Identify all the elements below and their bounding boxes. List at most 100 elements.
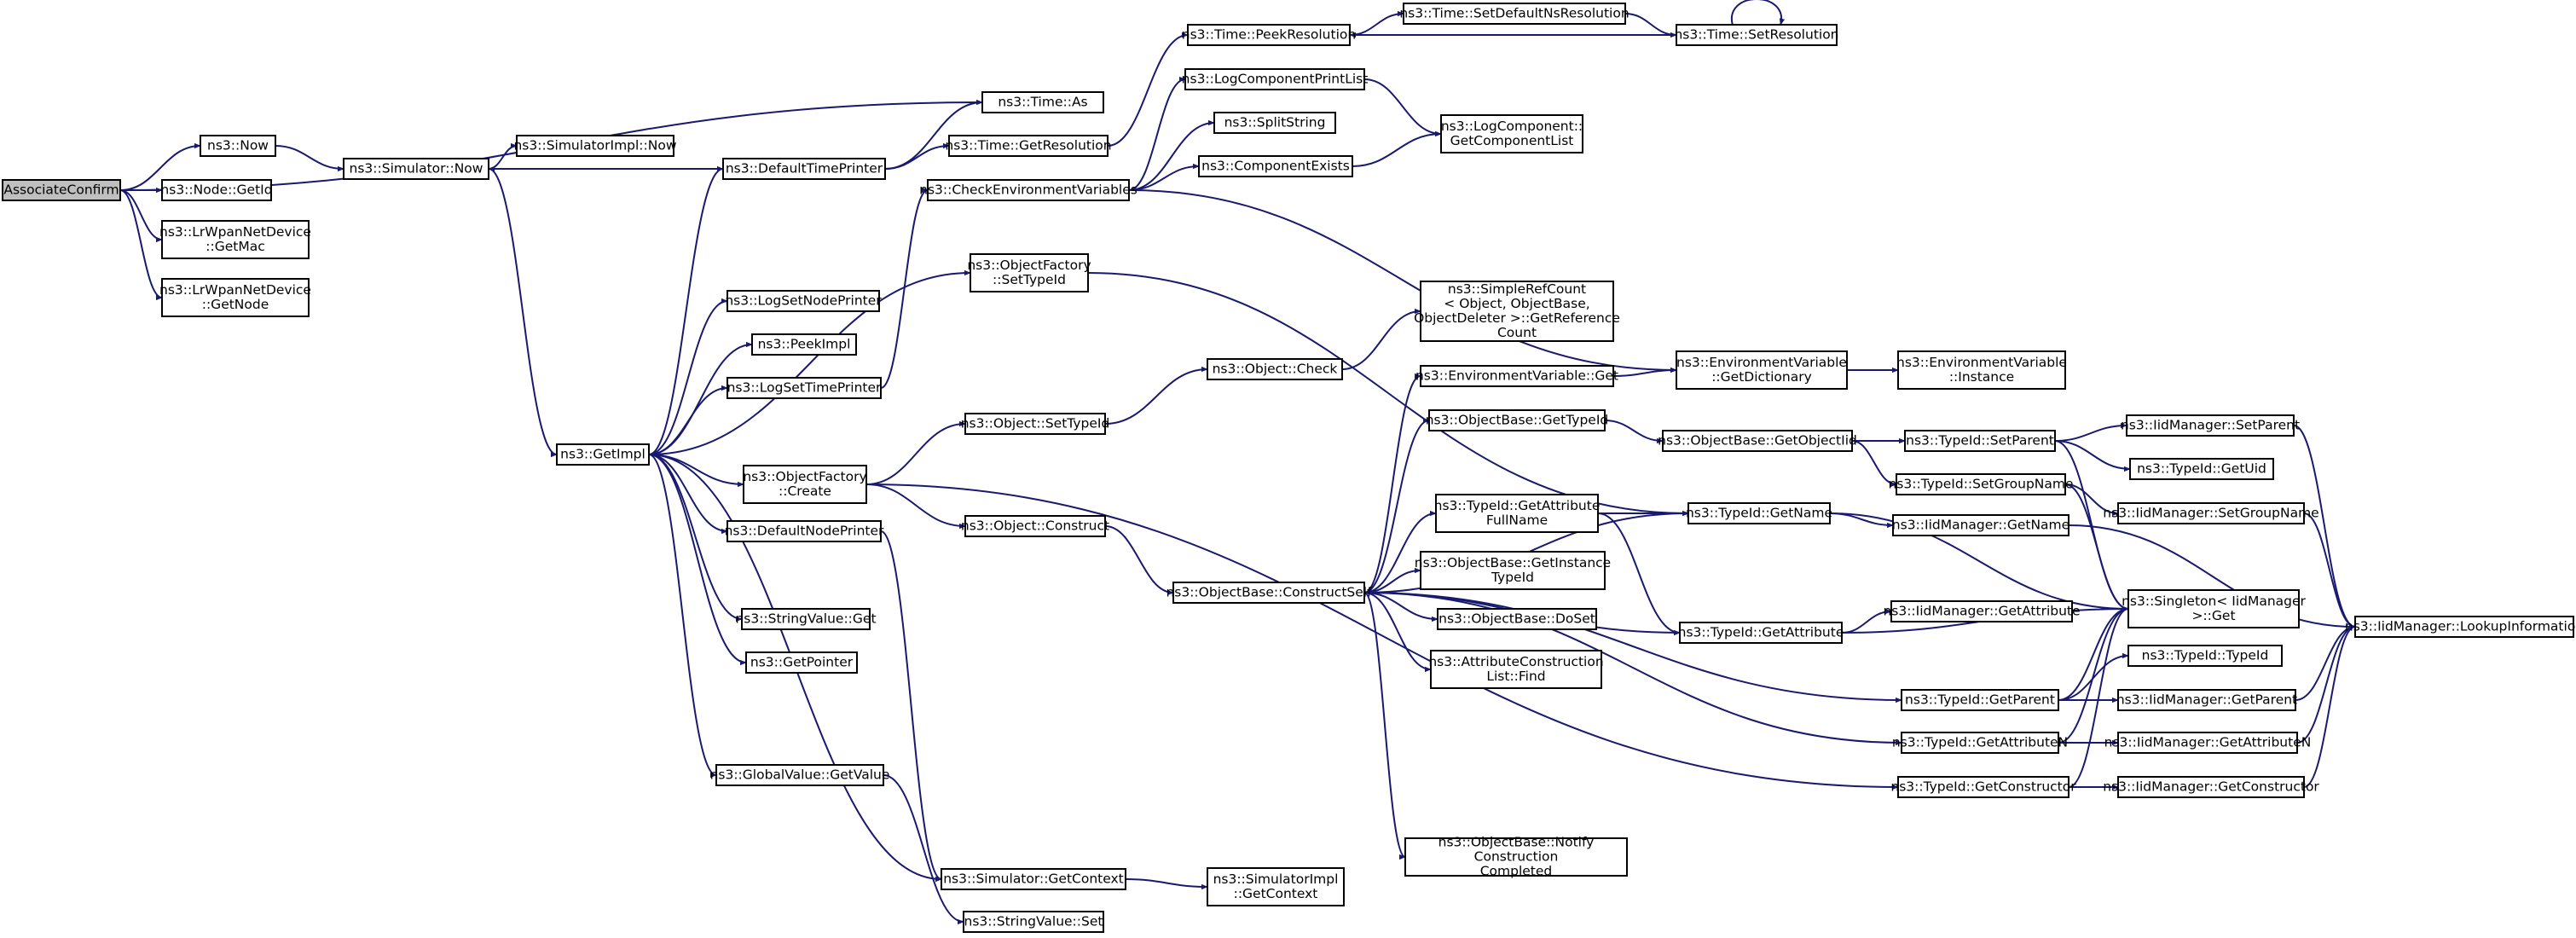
node-ns3-time-setdefaultnsresolution[interactable]: ns3::Time::SetDefaultNsResolution	[1399, 3, 1630, 25]
node-box	[745, 651, 858, 674]
node-ns3-typeid-typeid[interactable]: ns3::TypeId::TypeId	[2127, 645, 2283, 667]
node-box	[1679, 622, 1843, 644]
node-ns3-lrwpannetdevice-getnode[interactable]: ns3::LrWpanNetDevice::GetNode	[159, 278, 311, 317]
node-label: ns3::GlobalValue::GetValue	[710, 767, 890, 783]
node-ns3-objectbase-gettypeid[interactable]: ns3::ObjectBase::GetTypeId	[1426, 409, 1609, 431]
node-ns3-now[interactable]: ns3::Now	[200, 135, 276, 157]
node-box	[343, 158, 489, 180]
node-ns3-defaulttimeprinter[interactable]: ns3::DefaultTimePrinter	[722, 158, 886, 180]
edge-n30-n36	[1363, 417, 1430, 593]
node-ns3-object-check[interactable]: ns3::Object::Check	[1207, 358, 1343, 380]
node-ns3-typeid-getuid[interactable]: ns3::TypeId::GetUid	[2129, 458, 2274, 480]
node-label: ns3::ObjectFactory	[743, 469, 866, 484]
node-ns3-objectbase-constructself[interactable]: ns3::ObjectBase::ConstructSelf	[1166, 582, 1372, 604]
node-ns3-componentexists[interactable]: ns3::ComponentExists	[1198, 155, 1353, 177]
node-ns3-typeid-getname[interactable]: ns3::TypeId::GetName	[1686, 502, 1832, 524]
node-ns3-objectbase-doset[interactable]: ns3::ObjectBase::DoSet	[1437, 608, 1597, 630]
node-ns3-typeid-getconstructor[interactable]: ns3::TypeId::GetConstructor	[1890, 776, 2076, 798]
node-ns3-logcomponent-getcomponentlist[interactable]: ns3::LogComponent::GetComponentList	[1440, 114, 1583, 153]
node-ns3-logsetnodeprinter[interactable]: ns3::LogSetNodePrinter	[725, 290, 882, 312]
node-ns3-defaultnodeprinter[interactable]: ns3::DefaultNodePrinter	[725, 520, 884, 542]
node-ns3-singleton-iidmanager-get[interactable]: ns3::Singleton< IidManager>::Get	[2122, 589, 2307, 628]
node-ns3-simulatorimpl-getcontext[interactable]: ns3::SimulatorImpl::GetContext	[1207, 867, 1345, 906]
node-ns3-simulator-now[interactable]: ns3::Simulator::Now	[343, 158, 489, 180]
node-ns3-object-settypeid[interactable]: ns3::Object::SetTypeId	[961, 413, 1110, 435]
node-ns3-environmentvariable-getdictionary[interactable]: ns3::EnvironmentVariable::GetDictionary	[1676, 350, 1848, 390]
node-box	[1435, 494, 1599, 533]
node-label: ::SetTypeId	[993, 272, 1066, 287]
node-box	[726, 520, 882, 542]
node-ns3-simulator-getcontext[interactable]: ns3::Simulator::GetContext	[941, 868, 1126, 890]
node-box	[1901, 732, 2059, 754]
node-label: ns3::IidManager::GetName	[1892, 518, 2069, 533]
node-ns3-lrwpannetdevice-getmac[interactable]: ns3::LrWpanNetDevice::GetMac	[159, 220, 311, 259]
edge-n49-n55	[2068, 605, 2129, 788]
node-ns3-time-getresolution[interactable]: ns3::Time::GetResolution	[945, 135, 1112, 157]
node-label: ns3::Time::SetResolution	[1674, 27, 1838, 43]
node-ns3-globalvalue-getvalue[interactable]: ns3::GlobalValue::GetValue	[710, 764, 890, 786]
edge-n51-n60	[2054, 440, 2131, 472]
node-ns3-splitstring[interactable]: ns3::SplitString	[1213, 112, 1336, 134]
node-ns3-objectbase-notifyconstructioncompleted[interactable]: ns3::ObjectBase::NotifyConstructionCompl…	[1404, 835, 1628, 879]
node-label: ns3::Time::GetResolution	[945, 138, 1111, 153]
node-label: ns3::LogComponentPrintList	[1182, 72, 1369, 87]
node-ns3-typeid-getparent[interactable]: ns3::TypeId::GetParent	[1901, 689, 2059, 711]
node-ns3-getpointer[interactable]: ns3::GetPointer	[745, 651, 858, 674]
node-ns3-typeid-getattribute[interactable]: ns3::TypeId::GetAttribute	[1678, 622, 1844, 644]
node-associateconfirm[interactable]: AssociateConfirm	[2, 179, 121, 201]
edge-n57-n63	[2296, 623, 2356, 744]
node-ns3-time-setresolution[interactable]: ns3::Time::SetResolution	[1674, 24, 1839, 46]
node-ns3-checkenvironmentvariables[interactable]: ns3::CheckEnvironmentVariables	[919, 179, 1137, 201]
edge-n8-n14	[648, 454, 728, 535]
node-ns3-iidmanager-getname[interactable]: ns3::IidManager::GetName	[1892, 514, 2069, 536]
node-box	[726, 290, 880, 312]
edge-n51-n59	[2054, 422, 2127, 442]
node-ns3-node-getid[interactable]: ns3::Node::GetId	[160, 179, 273, 201]
node-ns3-stringvalue-get[interactable]: ns3::StringValue::Get	[735, 608, 877, 630]
node-ns3-simulatorimpl-now[interactable]: ns3::SimulatorImpl::Now	[513, 135, 677, 157]
node-label: ns3::SimulatorImpl::Now	[513, 138, 676, 153]
edge-n23-n31	[1125, 878, 1208, 890]
node-ns3-time-peekresolution[interactable]: ns3::Time::PeekResolution	[1182, 24, 1356, 46]
node-ns3-simplerefcount-object-objectbase-objectdeleter-getreferencecount[interactable]: ns3::SimpleRefCount< Object, ObjectBase,…	[1414, 281, 1620, 342]
node-ns3-iidmanager-lookupinformation[interactable]: ns3::IidManager::LookupInformation	[2345, 616, 2576, 638]
node-ns3-typeid-setgroupname[interactable]: ns3::TypeId::SetGroupName	[1888, 473, 2074, 495]
node-ns3-iidmanager-getconstructor[interactable]: ns3::IidManager::GetConstructor	[2103, 776, 2319, 798]
node-label: Count	[1497, 325, 1537, 340]
node-label: Construction	[1474, 849, 1559, 865]
edge-n21-n29	[1104, 366, 1208, 425]
node-label: ns3::TypeId::GetAttributeN	[1892, 735, 2068, 750]
node-ns3-environmentvariable-instance[interactable]: ns3::EnvironmentVariable::Instance	[1896, 350, 2067, 390]
edge-n30-n35	[1363, 373, 1421, 593]
node-ns3-objectfactory-settypeid[interactable]: ns3::ObjectFactory::SetTypeId	[967, 253, 1091, 292]
node-ns3-stringvalue-set[interactable]: ns3::StringValue::Set	[963, 911, 1104, 933]
node-ns3-iidmanager-getattribute[interactable]: ns3::IidManager::GetAttribute	[1883, 600, 2081, 622]
node-label: ns3::GetPointer	[750, 655, 854, 670]
node-ns3-typeid-getattributen[interactable]: ns3::TypeId::GetAttributeN	[1892, 732, 2068, 754]
node-ns3-environmentvariable-get[interactable]: ns3::EnvironmentVariable::Get	[1415, 365, 1618, 387]
node-ns3-iidmanager-getattributen[interactable]: ns3::IidManager::GetAttributeN	[2104, 732, 2312, 754]
node-ns3-iidmanager-getparent[interactable]: ns3::IidManager::GetParent	[2116, 689, 2297, 711]
node-box	[1901, 689, 2059, 711]
node-box	[1892, 514, 2069, 536]
node-ns3-iidmanager-setparent[interactable]: ns3::IidManager::SetParent	[2121, 414, 2300, 437]
node-ns3-peekimpl[interactable]: ns3::PeekImpl	[751, 333, 857, 356]
node-ns3-iidmanager-setgroupname[interactable]: ns3::IidManager::SetGroupName	[2103, 502, 2319, 524]
edge-n6-n8	[488, 168, 558, 458]
node-ns3-objectfactory-create[interactable]: ns3::ObjectFactory::Create	[743, 465, 867, 504]
node-label: ns3::Time::PeekResolution	[1182, 27, 1356, 43]
node-ns3-object-construct[interactable]: ns3::Object::Construct	[961, 515, 1109, 537]
node-ns3-logsettimeprinter[interactable]: ns3::LogSetTimePrinter	[726, 377, 882, 399]
node-ns3-logcomponentprintlist[interactable]: ns3::LogComponentPrintList	[1182, 68, 1369, 90]
edge-n52-n55	[2064, 483, 2129, 612]
node-ns3-time-as[interactable]: ns3::Time::As	[981, 91, 1104, 113]
node-ns3-typeid-setparent[interactable]: ns3::TypeId::SetParent	[1904, 430, 2056, 452]
node-label: ns3::Time::As	[998, 95, 1087, 110]
edge-n19-n43	[1128, 189, 1677, 373]
node-ns3-objectbase-getobjectiid[interactable]: ns3::ObjectBase::GetObjectIid	[1658, 430, 1857, 452]
edge-n37-n46	[1597, 512, 1681, 636]
node-ns3-getimpl[interactable]: ns3::GetImpl	[556, 443, 650, 466]
